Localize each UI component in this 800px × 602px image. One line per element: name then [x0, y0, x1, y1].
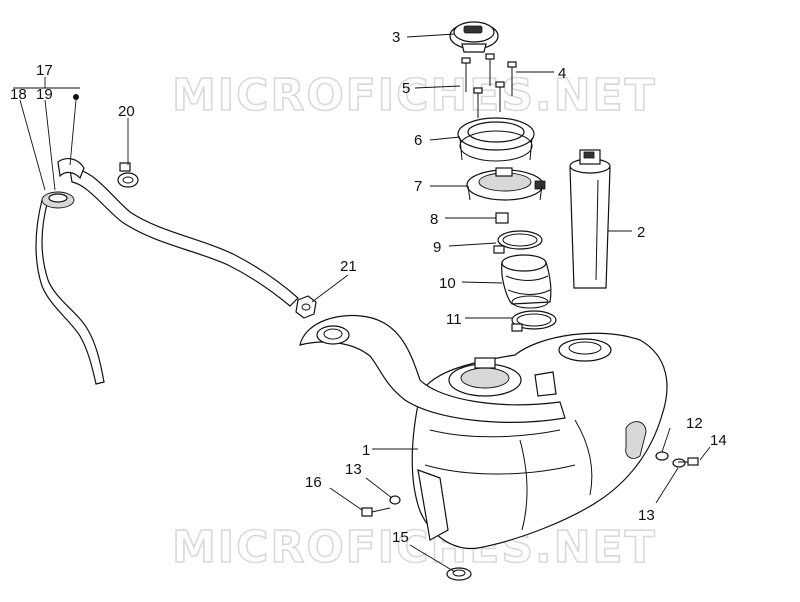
- hose-clip: [117, 162, 139, 188]
- fuel-level-sensor: [569, 149, 611, 289]
- hose-clamp-lower: [511, 310, 557, 332]
- callout-15: 15: [392, 529, 409, 546]
- callout-7: 7: [414, 178, 422, 195]
- flange-screws: [461, 53, 517, 118]
- callout-17: 17: [36, 62, 53, 79]
- pump-cap: [449, 21, 499, 53]
- callout-20: 20: [118, 103, 135, 120]
- right-fasteners: [655, 451, 699, 468]
- callout-14: 14: [710, 432, 727, 449]
- bullet-dot: [73, 94, 79, 100]
- callout-4: 4: [558, 65, 566, 82]
- callout-5: 5: [402, 80, 410, 97]
- filler-hose: [35, 158, 299, 385]
- callout-2: 2: [637, 224, 645, 241]
- leader-lines: [13, 33, 711, 573]
- callout-11: 11: [446, 311, 462, 328]
- flange-ring: [457, 117, 535, 162]
- callout-13-left: 13: [345, 461, 362, 478]
- hose-clamp-upper: [493, 230, 543, 254]
- callout-9: 9: [433, 239, 441, 256]
- watermark-top: MICROFICHES.NET: [172, 70, 657, 121]
- small-nut: [495, 212, 509, 224]
- callout-10: 10: [439, 275, 456, 292]
- callout-1: 1: [362, 442, 370, 459]
- callout-13-right: 13: [638, 507, 655, 524]
- callout-18: 18: [10, 86, 27, 103]
- fuel-tank: [299, 314, 668, 550]
- callout-6: 6: [414, 132, 422, 149]
- callout-3: 3: [392, 29, 400, 46]
- nut: [295, 295, 317, 319]
- callout-8: 8: [430, 211, 438, 228]
- callout-21: 21: [340, 258, 357, 275]
- left-fasteners: [361, 495, 401, 517]
- callout-16: 16: [305, 474, 322, 491]
- callout-12: 12: [686, 415, 703, 432]
- pump-unit: [466, 167, 546, 201]
- connection-hose: [501, 254, 552, 309]
- callout-19: 19: [36, 86, 53, 103]
- callout-labels: 3 4 5 6 7 8 9 10 11 2 1 12 14 13 13 16 1…: [10, 29, 727, 546]
